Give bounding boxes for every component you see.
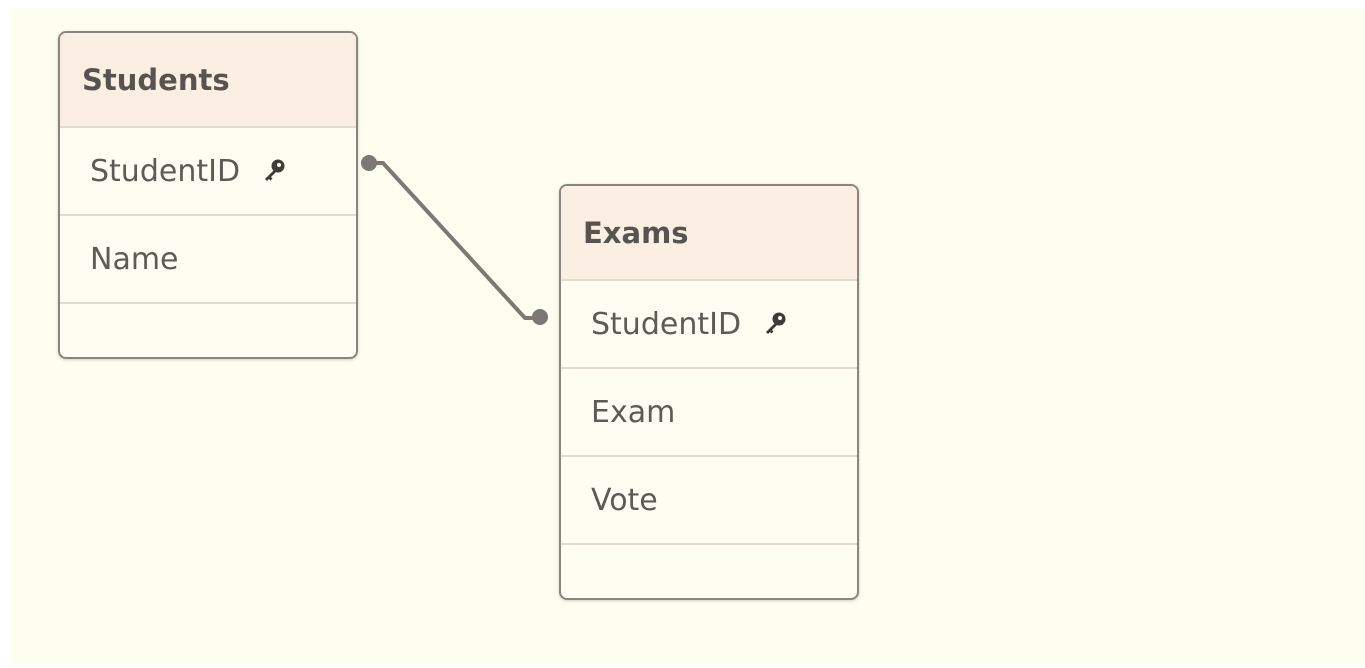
field-exam[interactable]: Exam [561,367,857,455]
field-label: Vote [591,482,658,518]
field-name[interactable]: Name [60,214,356,302]
table-title[interactable]: Exams [561,186,857,279]
table-exams[interactable]: Exams StudentID Exam Vote [559,184,859,600]
table-title[interactable]: Students [60,33,356,126]
field-label: Exam [591,394,676,430]
field-label: StudentID [591,306,742,342]
field-label: Name [90,241,179,277]
table-footer [561,543,857,598]
field-label: StudentID [90,153,241,189]
field-studentid[interactable]: StudentID [60,126,356,214]
field-studentid[interactable]: StudentID [561,279,857,367]
table-footer [60,302,356,357]
field-vote[interactable]: Vote [561,455,857,543]
table-students[interactable]: Students StudentID Name [58,31,358,359]
key-icon [766,312,786,334]
key-icon [265,159,285,181]
